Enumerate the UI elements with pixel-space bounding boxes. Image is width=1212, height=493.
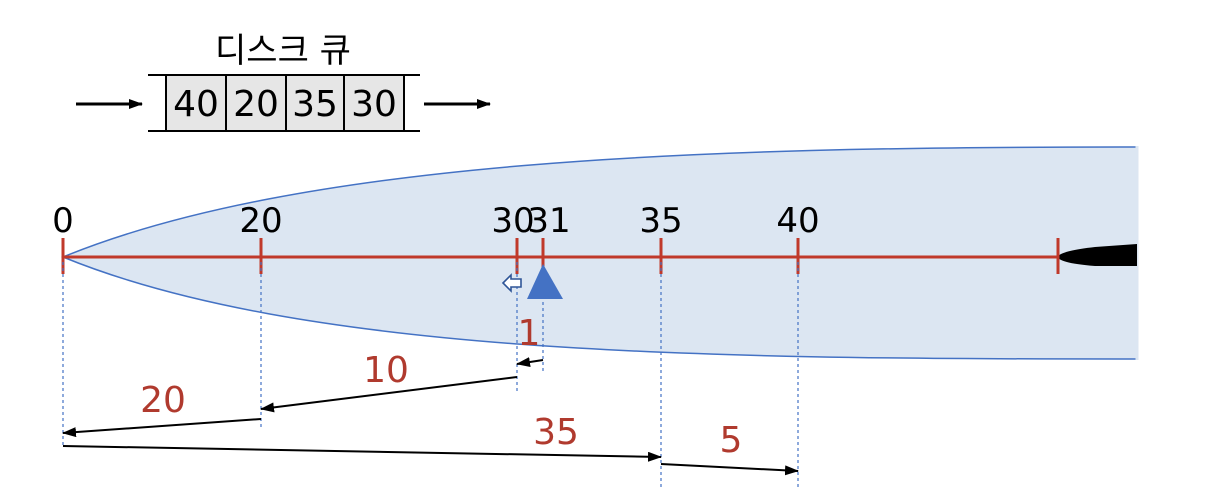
head-triangle-icon [527,264,563,299]
disk-platter [61,146,1138,360]
movement-distance-label: 1 [518,313,541,354]
movement-arrow [516,357,544,367]
movement-arrow [660,463,799,476]
track-tick-label: 20 [239,201,282,241]
spindle-arm [1058,244,1137,266]
queue-cell [343,74,405,132]
track-tick-label: 31 [527,201,570,241]
movement-arrows: 1 10 20 35 5 [62,313,799,476]
movement-distance-label: 35 [533,412,579,453]
queue-item: 20 [233,84,279,125]
queue-item: 40 [173,84,219,125]
guide-lines [62,262,799,487]
track-tick-label: 30 [491,201,534,241]
queue-cells: 40 20 35 30 [165,74,405,132]
movement-distance-label: 10 [363,350,409,391]
track-tick-label: 35 [639,201,682,241]
movement-arrow [260,376,518,413]
queue-item: 30 [351,84,397,125]
queue-title: 디스크 큐 [215,31,351,71]
left-arrow-icon [501,273,522,293]
queue-item: 35 [292,84,338,125]
track-tick-label: 0 [52,201,74,241]
disk-queue: 디스크 큐 40 20 35 30 [76,31,491,132]
queue-cell [285,74,345,132]
movement-distance-label: 5 [720,420,743,461]
movement-arrow [62,418,262,438]
movement-arrow [62,445,662,462]
movement-distance-label: 20 [140,380,186,421]
disk-head [501,264,563,299]
track-tick-label: 40 [776,201,819,241]
